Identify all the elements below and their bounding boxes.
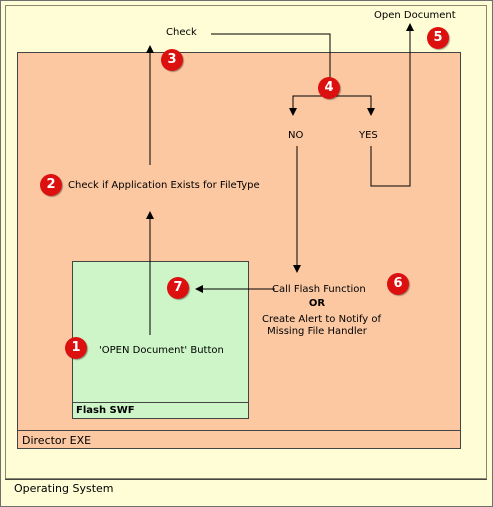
arrow-yes-to-open-document <box>370 23 414 187</box>
step-5-badge: 5 <box>427 27 449 49</box>
step-3-label: Check <box>166 27 197 38</box>
flash-swf-divider <box>72 402 249 403</box>
step-6-line-2: OR <box>308 298 326 309</box>
step-2-label: Check if Application Exists for FileType <box>68 180 260 191</box>
director-exe-label: Director EXE <box>22 434 92 447</box>
flash-swf-box <box>72 261 249 419</box>
arrow-check-to-decision <box>211 33 331 78</box>
step-6-line-4: Missing File Handler <box>267 326 367 337</box>
step-1-badge: 1 <box>65 337 87 359</box>
branch-no-label: NO <box>288 130 304 141</box>
arrow-decision-to-no <box>289 95 330 116</box>
step-3-badge: 3 <box>161 49 183 71</box>
step-7-badge: 7 <box>167 277 189 299</box>
step-5-label: Open Document <box>374 10 456 21</box>
step-6-badge: 6 <box>387 273 409 295</box>
director-exe-divider <box>17 430 461 431</box>
step-1-label: 'OPEN Document' Button <box>99 345 224 356</box>
operating-system-label: Operating System <box>14 482 114 495</box>
step-2-badge: 2 <box>40 174 62 196</box>
flash-swf-label: Flash SWF <box>76 405 135 416</box>
operating-system-divider <box>5 479 487 480</box>
branch-yes-label: YES <box>359 130 378 141</box>
arrow-decision-to-yes <box>330 95 375 116</box>
step-6-line-3: Create Alert to Notify of <box>262 314 381 325</box>
step-6-line-1: Call Flash Function <box>272 284 366 295</box>
step-4-badge: 4 <box>318 77 340 99</box>
